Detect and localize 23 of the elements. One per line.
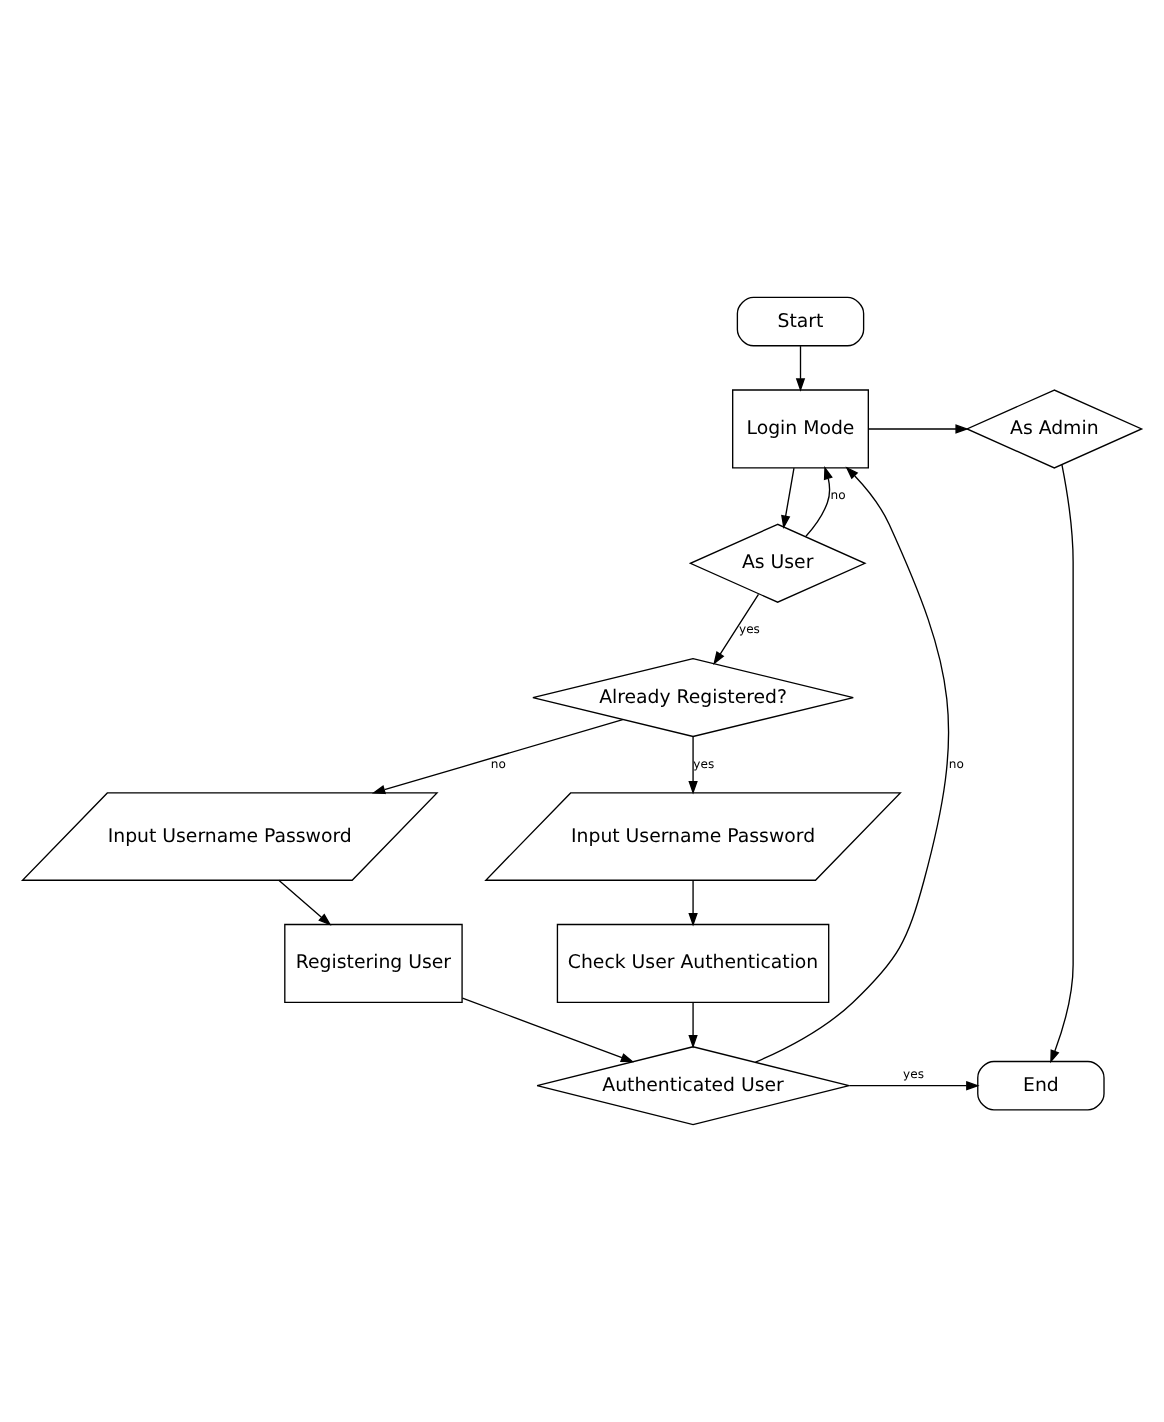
arrow	[278, 879, 332, 926]
arrow	[371, 718, 624, 795]
arrow	[795, 345, 806, 392]
node-box: End	[977, 1060, 1105, 1111]
node-diamond: Already Registered?	[532, 657, 854, 738]
node-diamond: As User	[688, 523, 867, 603]
arrow	[1050, 464, 1074, 1064]
arrow	[688, 1001, 698, 1049]
arrow	[754, 466, 950, 1063]
arrow	[805, 466, 833, 537]
arrow	[688, 735, 698, 795]
node-diamond: As Admin	[965, 389, 1144, 469]
node-diamond: Authenticated User	[536, 1046, 850, 1126]
node-box: Login Mode	[732, 389, 869, 469]
arrow	[848, 1080, 980, 1091]
node-box: Check User Authentication	[556, 923, 830, 1004]
node-box: Registering User	[284, 923, 463, 1004]
arrow	[781, 467, 795, 529]
arrow	[867, 424, 969, 434]
node-box: Start	[736, 296, 865, 347]
arrow	[461, 997, 635, 1063]
arrow	[713, 593, 760, 665]
arrow	[688, 879, 698, 927]
